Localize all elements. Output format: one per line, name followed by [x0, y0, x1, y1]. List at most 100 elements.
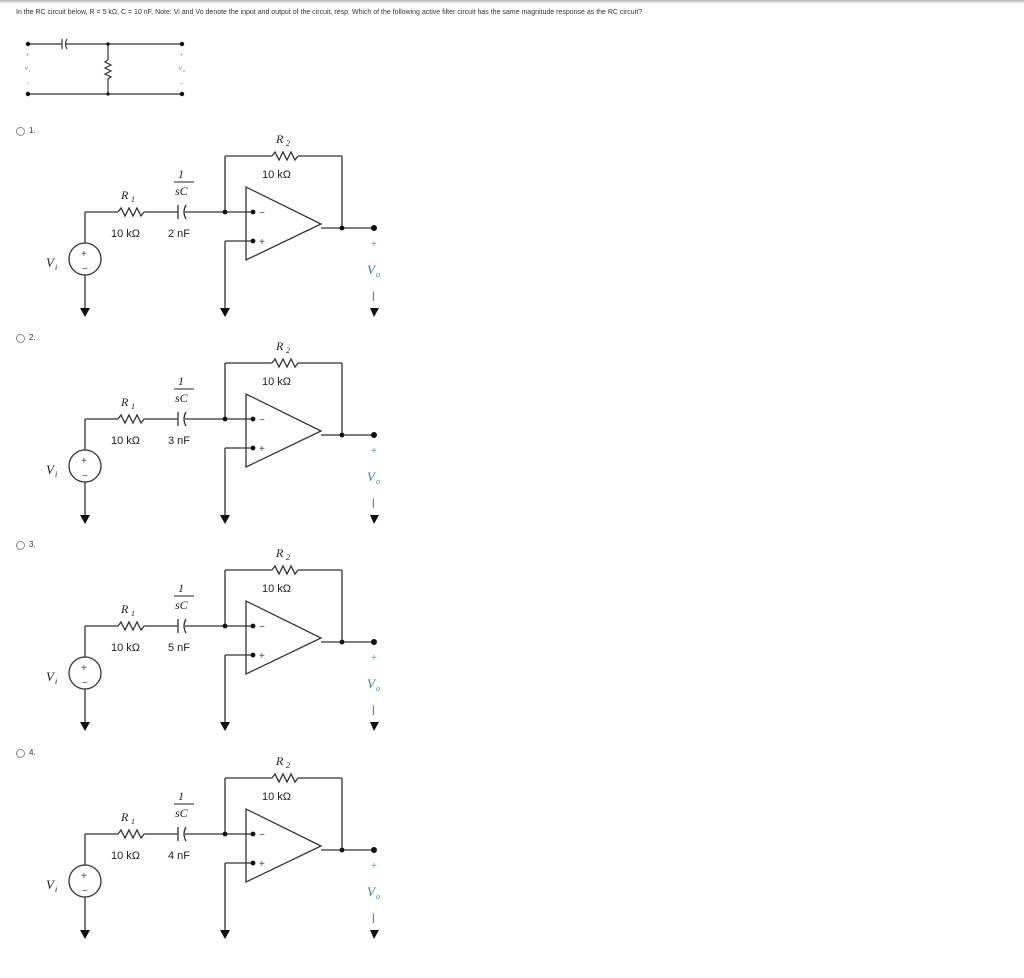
option-2[interactable]: 2. R 1 [16, 333, 406, 534]
vin-label: v [25, 66, 28, 72]
vo-minus: | [372, 705, 375, 716]
r1-value: 10 kΩ [111, 228, 140, 240]
vo-plus: + [371, 653, 377, 664]
op-amp-circuit-option-2: R 1 10 kΩ 1 sC 3 nF R 2 10 kΩ V i + − − … [46, 339, 380, 524]
opamp-plus: + [259, 444, 265, 455]
vo-plus: + [371, 446, 377, 457]
r1-sub: 1 [131, 195, 135, 204]
cap-den: sC [175, 184, 189, 198]
opamp-minus: − [259, 830, 265, 841]
top-border [0, 0, 1024, 3]
opamp-plus: + [259, 859, 265, 870]
r1-sub: 1 [131, 609, 135, 618]
vi-label: V [46, 669, 56, 684]
op-amp-circuit-option-4: R 1 10 kΩ 1 sC 4 nF R 2 10 kΩ V i + − − … [46, 754, 380, 939]
vi-sub: i [55, 677, 57, 686]
opamp-minus: − [259, 208, 265, 219]
question-text: In the RC circuit below, R = 5 kΩ, C = 1… [16, 9, 643, 16]
r1-symbol: R [120, 602, 129, 616]
vi-minus: − [82, 886, 88, 897]
cap-den: sC [175, 598, 189, 612]
vo-label: V [367, 262, 377, 277]
r1-value: 10 kΩ [111, 850, 140, 862]
option-4-label: 4. [29, 748, 36, 757]
vi-sub: i [55, 885, 57, 894]
cap-value: 2 nF [168, 228, 190, 240]
radio-option-2[interactable] [16, 334, 25, 343]
vout-label: v [179, 66, 182, 72]
vo-sub: o [376, 270, 380, 279]
vi-sub: i [55, 470, 57, 479]
radio-option-4[interactable] [16, 749, 25, 758]
vo-label: V [367, 884, 377, 899]
op-amp-circuit-option-3: R 1 10 kΩ 1 sC 5 nF R 2 10 kΩ V i + − − … [46, 546, 380, 731]
vo-minus: | [372, 498, 375, 509]
vo-plus: + [371, 239, 377, 250]
vi-label: V [46, 255, 56, 270]
vi-minus: − [82, 471, 88, 482]
vi-minus: − [82, 678, 88, 689]
vi-label: V [46, 877, 56, 892]
r1-symbol: R [120, 810, 129, 824]
vo-sub: o [376, 892, 380, 901]
vo-sub: o [376, 684, 380, 693]
vi-plus: + [81, 871, 87, 882]
r2-value: 10 kΩ [262, 583, 291, 595]
vi-sub: i [55, 263, 57, 272]
vo-label: V [367, 469, 377, 484]
r2-value: 10 kΩ [262, 791, 291, 803]
radio-option-3[interactable] [16, 541, 25, 550]
vin-sub: i [29, 68, 31, 73]
r2-symbol: R [275, 754, 284, 768]
vi-plus: + [81, 249, 87, 260]
r2-symbol: R [275, 546, 284, 560]
r2-sub: 2 [286, 139, 290, 148]
r1-sub: 1 [131, 817, 135, 826]
r2-sub: 2 [286, 761, 290, 770]
vo-label: V [367, 676, 377, 691]
vout-plus: + [180, 53, 184, 59]
cap-den: sC [175, 806, 189, 820]
opamp-minus: − [259, 622, 265, 633]
option-2-label: 2. [29, 333, 36, 342]
vi-plus: + [81, 663, 87, 674]
vin-plus: + [26, 53, 30, 59]
option-3-label: 3. [29, 540, 36, 549]
r1-sub: 1 [131, 402, 135, 411]
r2-symbol: R [275, 132, 284, 146]
rc-circuit-diagram: + v i − + v o − [25, 38, 185, 97]
option-4[interactable]: 4. R 1 [16, 748, 406, 949]
cap-num: 1 [178, 581, 184, 595]
opamp-plus: + [259, 651, 265, 662]
r2-symbol: R [275, 339, 284, 353]
radio-option-1[interactable] [16, 127, 25, 136]
cap-num: 1 [178, 374, 184, 388]
r1-symbol: R [120, 395, 129, 409]
vi-plus: + [81, 456, 87, 467]
cap-value: 5 nF [168, 642, 190, 654]
cap-den: sC [175, 391, 189, 405]
cap-value: 4 nF [168, 850, 190, 862]
vout-minus: − [180, 81, 184, 87]
vout-sub: o [183, 68, 185, 73]
vo-minus: | [372, 291, 375, 302]
option-1[interactable]: 1. R [16, 126, 406, 327]
cap-value: 3 nF [168, 435, 190, 447]
op-amp-circuit-option-1: R 1 10 kΩ 1 sC 2 nF R 2 10 kΩ V i + − − … [46, 132, 380, 317]
opamp-plus: + [259, 237, 265, 248]
vin-minus: − [26, 81, 30, 87]
r2-sub: 2 [286, 553, 290, 562]
option-3[interactable]: 3. R 1 [16, 540, 406, 741]
r2-value: 10 kΩ [262, 169, 291, 181]
r1-value: 10 kΩ [111, 435, 140, 447]
opamp-minus: − [259, 415, 265, 426]
vi-label: V [46, 462, 56, 477]
cap-num: 1 [178, 167, 184, 181]
r2-sub: 2 [286, 346, 290, 355]
r1-value: 10 kΩ [111, 642, 140, 654]
vi-minus: − [82, 264, 88, 275]
vo-minus: | [372, 913, 375, 924]
r1-symbol: R [120, 188, 129, 202]
r2-value: 10 kΩ [262, 376, 291, 388]
cap-num: 1 [178, 789, 184, 803]
